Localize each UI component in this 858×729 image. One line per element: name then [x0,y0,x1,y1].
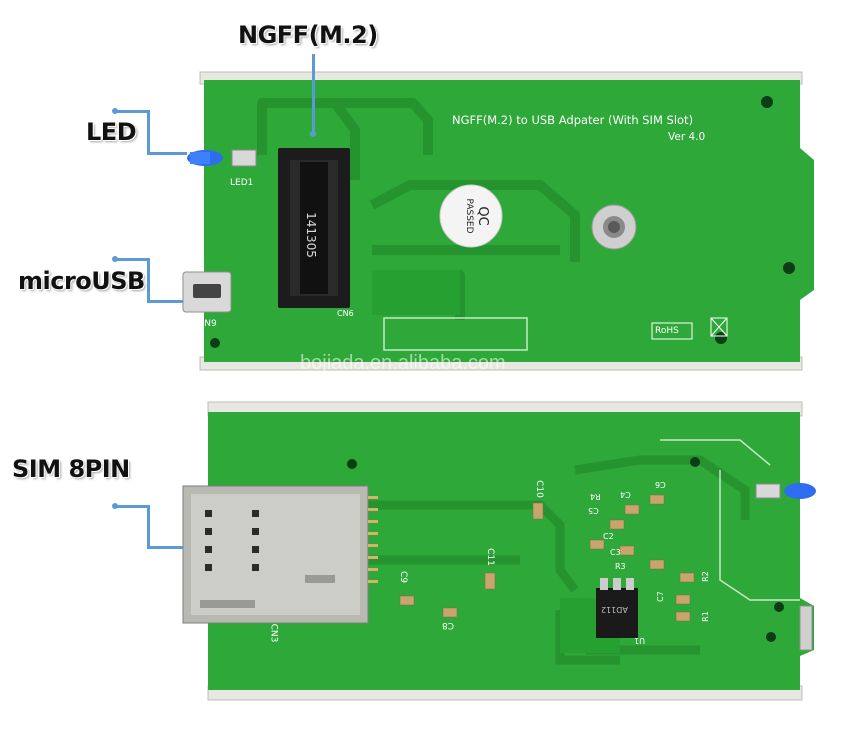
callout-led: LED [86,118,137,146]
usb-label: CN9 [198,319,217,329]
rohs-mark: RoHS [655,326,679,336]
callout-sim: SIM 8PIN [12,455,130,483]
callout-sim-line-v [147,505,150,549]
sim-label: CN3 [268,623,279,643]
callout-microusb-line-h2 [147,300,183,303]
callout-ngff: NGFF(M.2) [238,21,378,49]
qc-text: QC [475,206,490,226]
callout-microusb-line-h1 [115,258,149,261]
watermark: bojiada.en.alibaba.com [300,352,506,374]
regulator-marking: AD112 [601,605,628,614]
label-c2: C2 [603,532,614,541]
label-c9: C9 [398,570,409,584]
callout-led-line-v [147,110,150,154]
label-u1: U1 [634,636,645,645]
callout-microusb-line-v [147,258,150,302]
label-r1: R1 [700,611,710,622]
callout-led-line-h2 [147,152,187,155]
label-c5: C5 [588,506,599,515]
label-c6: C6 [655,480,666,489]
label-c8: C8 [442,620,455,630]
callout-led-line-h1 [115,110,149,113]
callout-ngff-line [312,54,315,134]
callout-sim-line-h1 [115,505,149,508]
led-label: LED1 [230,178,254,188]
callout-sim-line-h2 [147,546,183,549]
m2-chip-text: 141305 [303,212,318,258]
label-c7: C7 [655,591,665,602]
callout-microusb: microUSB [18,267,145,295]
label-r3: R3 [615,562,626,571]
m2-label: CN6 [337,309,354,318]
label-r2: R2 [700,571,710,582]
board-version: Ver 4.0 [668,131,706,143]
label-c10: C10 [533,480,544,498]
label-c3: C3 [610,548,621,557]
qc-sticker: QC PASSED [452,194,490,238]
label-c4: C4 [620,490,631,499]
label-r4: R4 [590,492,601,501]
passed-text: PASSED [464,198,474,234]
board-title: NGFF(M.2) to USB Adpater (With SIM Slot) [452,113,694,127]
label-c11: C11 [484,548,495,566]
callout-ngff-dot [310,131,316,137]
